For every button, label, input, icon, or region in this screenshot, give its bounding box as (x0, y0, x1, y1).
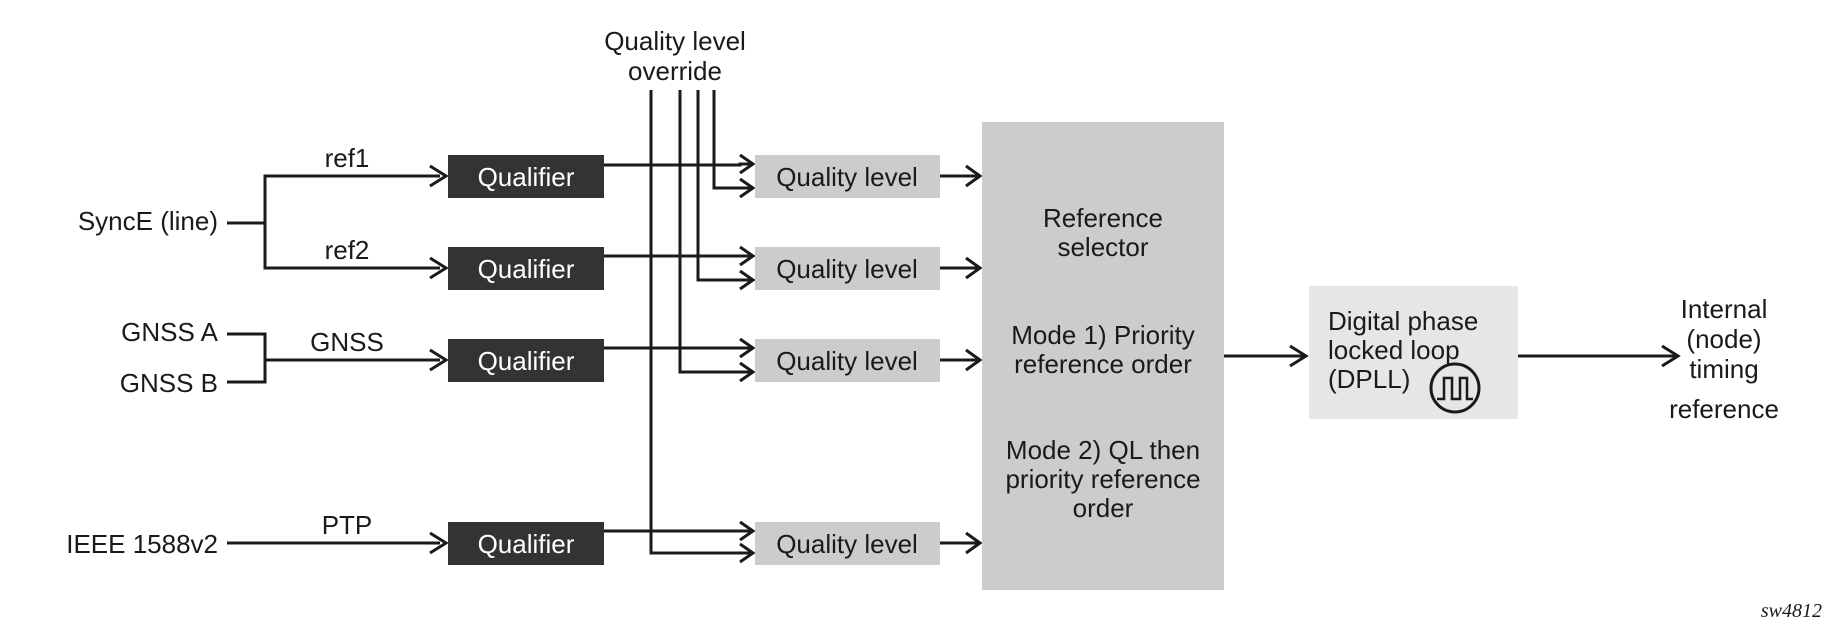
output-line4: reference (1669, 394, 1779, 424)
dpll-line1: Digital phase (1328, 306, 1478, 336)
dpll-box: Digital phase locked loop (DPLL) (1309, 286, 1518, 419)
arrowhead (739, 177, 756, 199)
arrowhead (739, 245, 756, 267)
arrowhead (739, 361, 756, 383)
quality-level-label: Quality level (776, 162, 918, 192)
override-label-line1: Quality level (604, 26, 746, 56)
qualifier1-output-line (604, 162, 752, 167)
ref2-label: ref2 (325, 235, 370, 265)
arrowhead (965, 256, 983, 280)
input-ieee-label: IEEE 1588v2 (66, 529, 218, 559)
arrowhead (739, 269, 756, 291)
override-line-row3 (678, 90, 752, 374)
quality-level-label: Quality level (776, 254, 918, 284)
arrowhead (965, 531, 983, 555)
output-line2: (node) (1686, 324, 1761, 354)
figure-id: sw4812 (1761, 600, 1822, 622)
arrowhead (429, 348, 449, 372)
synce-to-ref1-line (227, 174, 440, 225)
qualifier-box: Qualifier (448, 155, 604, 198)
qualifier-boxes: Qualifier Qualifier Qualifier Qualifier (448, 155, 604, 565)
override-line-row4 (649, 90, 752, 555)
gnss-join-line (227, 332, 267, 384)
square-wave-icon (1429, 362, 1481, 414)
input-gnss-b-label: GNSS B (120, 368, 218, 398)
qualifier-label: Qualifier (478, 346, 575, 376)
output-line1: Internal (1681, 294, 1768, 324)
arrowhead (739, 542, 756, 564)
qualifier-box: Qualifier (448, 522, 604, 565)
gnss-ref-label: GNSS (310, 327, 384, 357)
input-synce-label: SyncE (line) (78, 206, 218, 236)
arrowhead (739, 153, 756, 175)
ptp-ref-label: PTP (322, 510, 373, 540)
quality-level-label: Quality level (776, 529, 918, 559)
qualifier-box: Qualifier (448, 247, 604, 290)
synce-to-ref2-line (263, 223, 440, 270)
dpll-line2: locked loop (1328, 335, 1460, 365)
arrowhead (1661, 344, 1681, 368)
mode2-line2: priority reference (1005, 464, 1200, 494)
selector-title-line1: Reference (1043, 203, 1163, 233)
quality-level-box: Quality level (755, 522, 940, 565)
qualifier-box: Qualifier (448, 339, 604, 382)
quality-level-box: Quality level (755, 155, 940, 198)
arrowhead (739, 520, 756, 542)
quality-to-selector-arrows (940, 164, 983, 555)
arrowhead (429, 164, 449, 188)
mode2-line1: Mode 2) QL then (1006, 435, 1200, 465)
override-line-row2 (696, 90, 752, 282)
input-gnss-a-label: GNSS A (121, 317, 218, 347)
quality-level-box: Quality level (755, 339, 940, 382)
arrowhead (739, 337, 756, 359)
output-line3: timing (1689, 354, 1758, 384)
qualifier-label: Qualifier (478, 162, 575, 192)
reference-selector: Reference selector Mode 1) Priority refe… (982, 122, 1224, 590)
selector-to-dpll-arrow (1224, 344, 1309, 368)
mode1-line1: Mode 1) Priority (1011, 320, 1195, 350)
output-label: Internal (node) timing reference (1669, 294, 1779, 424)
quality-level-box: Quality level (755, 247, 940, 290)
mode1-line2: reference order (1014, 349, 1192, 379)
ref1-label: ref1 (325, 143, 370, 173)
quality-level-boxes: Quality level Quality level Quality leve… (755, 155, 940, 565)
quality-arrowheads (739, 153, 756, 564)
arrowhead (429, 531, 449, 555)
override-wiring (604, 90, 752, 555)
qualifier-arrowheads (429, 164, 449, 555)
override-label-line2: override (628, 56, 722, 86)
qualifier-label: Qualifier (478, 254, 575, 284)
arrowhead (429, 256, 449, 280)
selector-title-line2: selector (1057, 232, 1148, 262)
mode2-line3: order (1073, 493, 1134, 523)
arrowhead (965, 164, 983, 188)
arrowhead (1289, 344, 1309, 368)
input-wiring (227, 174, 440, 545)
qualifier-label: Qualifier (478, 529, 575, 559)
quality-level-label: Quality level (776, 346, 918, 376)
arrowhead (965, 348, 983, 372)
dpll-to-output-arrow (1518, 344, 1681, 368)
dpll-line3: (DPLL) (1328, 364, 1410, 394)
override-line-row1 (712, 90, 752, 190)
